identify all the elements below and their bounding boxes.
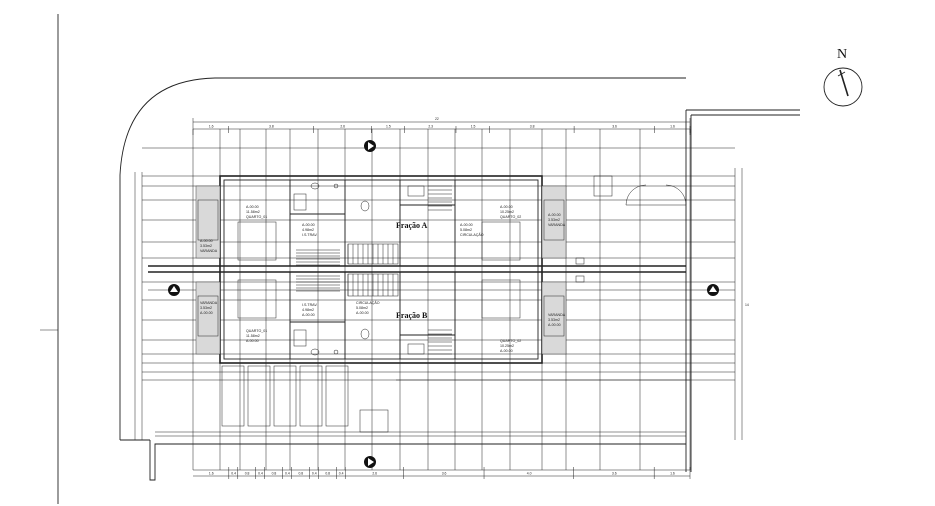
dimension-segment-bottom: 0.8 (272, 472, 277, 476)
dimension-segment-top: 1.5 (471, 125, 476, 129)
room-area: A-00.00 (246, 205, 259, 209)
room-size: 3.53m2 (548, 218, 560, 222)
dimension-segment-bottom: 0.4 (231, 472, 236, 476)
room-area: A-00.00 (500, 205, 513, 209)
section-marker-top (364, 140, 376, 152)
section-markers (168, 140, 719, 468)
dimension-segment-bottom: 1.6 (209, 472, 214, 476)
unit-label-fracao-b: Fração B (396, 311, 428, 320)
right-dimension-chain: 14 (734, 168, 749, 440)
dimension-segment-bottom: 0.4 (258, 472, 263, 476)
room-size: 11.58m2 (246, 210, 260, 214)
room-labels: A-00.00 11.58m2 QUARTO_01 A-00.00 10.25m… (200, 205, 566, 353)
unit-label-fracao-a: Fração A (396, 221, 428, 230)
room-name: VARANDA (548, 223, 566, 227)
entrance-gate (575, 175, 687, 283)
dimension-segment-bottom: 4.0 (527, 472, 532, 476)
section-marker-right (707, 284, 719, 296)
room-area: A-00.00 (460, 223, 473, 227)
left-dimension-chain (134, 172, 143, 440)
dimension-segment-top: 2.3 (428, 125, 433, 129)
dimension-segment-top: 2.6 (340, 125, 345, 129)
room-size: 10.25m2 (500, 210, 514, 214)
balconies (195, 185, 567, 355)
stairs (296, 185, 452, 355)
north-arrow: N (823, 47, 863, 107)
building-outline (148, 175, 735, 364)
parking-bays (221, 365, 690, 433)
room-area: A-00.00 (302, 223, 315, 227)
dimension-segment-top: 3.6 (612, 125, 617, 129)
dimension-total-top: 22 (435, 117, 439, 121)
room-area: A-00.00 (302, 313, 315, 317)
room-size: 11.58m2 (246, 334, 260, 338)
bottom-dimension-chain: 1.6 0.4 0.8 0.4 0.8 0.4 0.8 0.4 0.8 0.4 2.6 3.6 4.0 3… (193, 467, 691, 479)
room-size: 4.98m2 (302, 228, 314, 232)
sanitary-fixtures (293, 182, 425, 356)
room-area: A-00.00 (200, 311, 213, 315)
dimension-segment-bottom: 0.8 (245, 472, 250, 476)
dimension-segment-bottom: 3.6 (612, 472, 617, 476)
dimension-segment-top: 1.5 (386, 125, 391, 129)
room-size: 5.08m2 (356, 306, 368, 310)
room-name: I.S.TRAV. (302, 233, 317, 237)
room-size: 3.53m2 (200, 244, 212, 248)
site-boundary (40, 14, 800, 504)
room-size: 3.53m2 (548, 318, 560, 322)
dimension-segment-bottom: 2.6 (372, 472, 377, 476)
room-area: A-00.00 (548, 323, 561, 327)
room-name: QUARTO_01 (246, 329, 267, 333)
bed-furniture (237, 221, 521, 319)
north-label: N (837, 47, 847, 62)
room-area: A-00.00 (246, 339, 259, 343)
dimension-segment-top: 3.8 (530, 125, 535, 129)
room-size: 5.08m2 (460, 228, 472, 232)
dimension-segment-bottom: 0.4 (339, 472, 344, 476)
room-name: I.S.TRAV. (302, 303, 317, 307)
dimension-segment-bottom: 3.6 (442, 472, 447, 476)
room-name: CIRCULAÇÃO (460, 232, 484, 237)
room-name: VARANDA (200, 249, 218, 253)
room-size: 4.98m2 (302, 308, 314, 312)
room-area: A-00.00 (356, 311, 369, 315)
room-area: A-00.00 (500, 349, 513, 353)
dimension-segment-bottom: 0.4 (312, 472, 317, 476)
room-name: QUARTO_01 (246, 215, 267, 219)
room-area: A-00.00 (548, 213, 561, 217)
dimension-segment-bottom: 1.6 (670, 472, 675, 476)
dimension-segment-top: 3.8 (269, 125, 274, 129)
room-name: VARANDA (548, 313, 566, 317)
dimension-segment-bottom: 0.8 (325, 472, 330, 476)
interior-walls (289, 180, 456, 359)
room-name: QUARTO_02 (500, 215, 521, 219)
room-size: 10.25m2 (500, 344, 514, 348)
room-name: VARANDA (200, 301, 218, 305)
room-area: A-00.00 (200, 239, 213, 243)
dimension-segment-top: 1.6 (209, 125, 214, 129)
dimension-segment-top: 1.6 (670, 125, 675, 129)
room-size: 3.53m2 (200, 306, 212, 310)
room-name: QUARTO_02 (500, 339, 521, 343)
dimension-total-side: 14 (745, 303, 749, 307)
dimension-segment-bottom: 0.8 (298, 472, 303, 476)
section-marker-left (168, 284, 180, 296)
room-name: CIRCULAÇÃO (356, 300, 380, 305)
dimension-segment-bottom: 0.4 (285, 472, 290, 476)
section-marker-bottom (364, 456, 376, 468)
top-dimension-chain: 1.6 3.8 2.6 1.5 2.3 1.5 3.8 3.6 1.6 22 (192, 117, 691, 135)
